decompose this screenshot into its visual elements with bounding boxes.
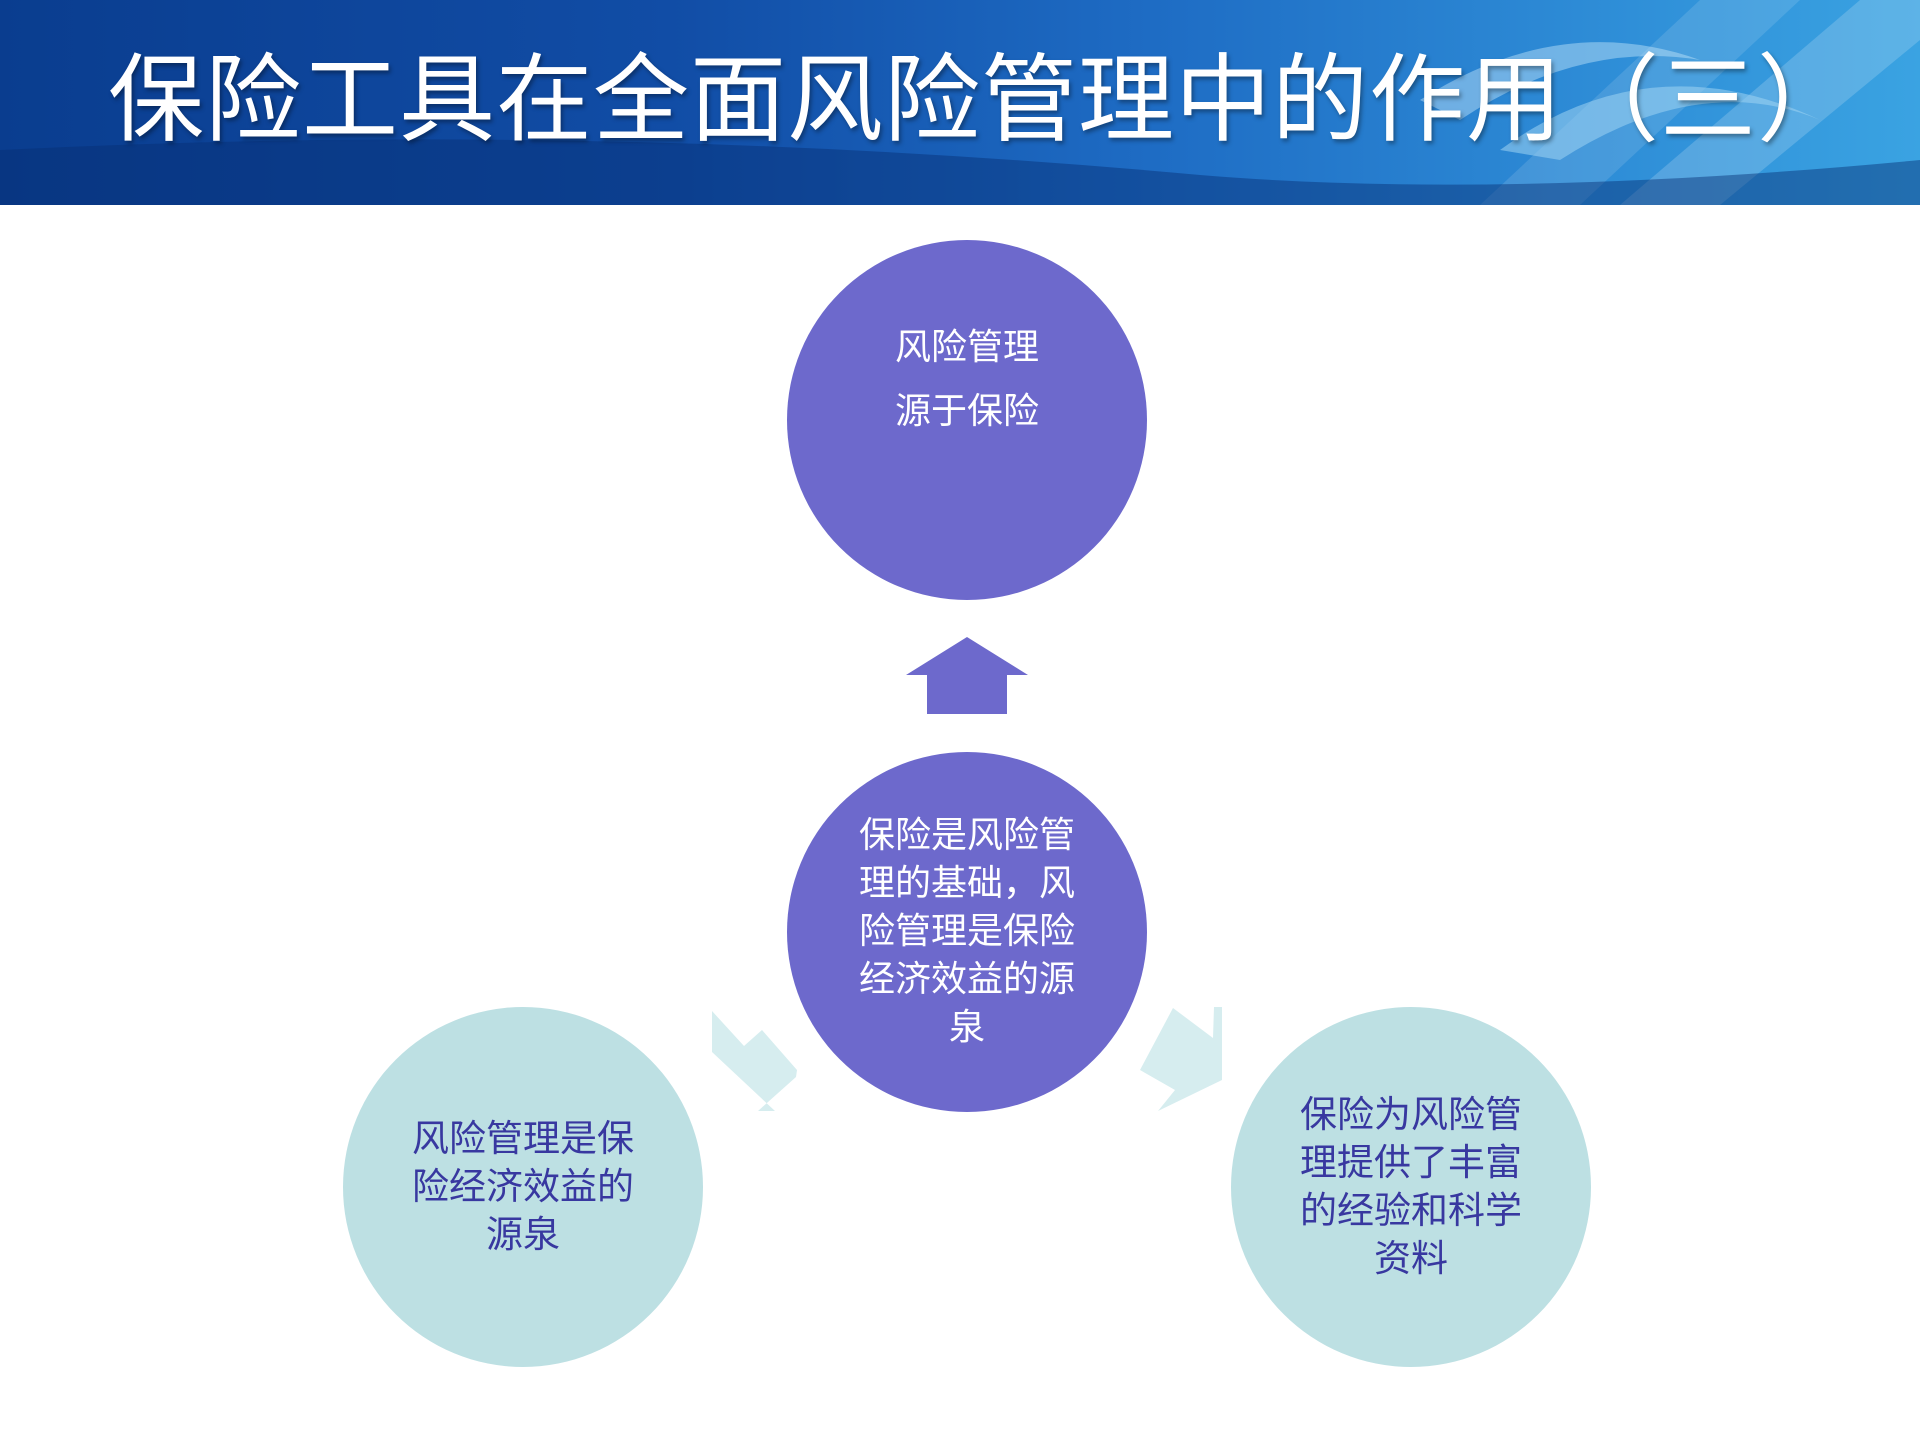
node-center-insurance: 保险是风险管理的基础，风险管理是保险经济效益的源泉 — [787, 752, 1147, 1112]
node-right-text: 保险为风险管理提供了丰富的经验和科学资料 — [1300, 1093, 1522, 1280]
node-center-text: 保险是风险管理的基础，风险管理是保险经济效益的源泉 — [858, 815, 1075, 1048]
node-left-text: 风险管理是保险经济效益的源泉 — [412, 1117, 634, 1256]
node-right: 保险为风险管理提供了丰富的经验和科学资料 — [1231, 1007, 1591, 1367]
node-left: 风险管理是保险经济效益的源泉 — [343, 1007, 703, 1367]
page-title: 保险工具在全面风险管理中的作用（三） — [108, 44, 1854, 156]
arrow-up — [906, 637, 1028, 714]
node-top-line-2: 源于保险 — [894, 391, 1039, 432]
arrow-down-left — [712, 1011, 797, 1111]
header-decoration — [0, 0, 1920, 205]
header-banner: 保险工具在全面风险管理中的作用（三） — [0, 0, 1920, 205]
arrow-down-right — [1140, 1007, 1222, 1111]
node-top-risk-management: 风险管理 源于保险 — [787, 240, 1147, 600]
node-top-text: 风险管理 源于保险 — [787, 316, 1147, 444]
node-top-line-1: 风险管理 — [894, 327, 1039, 368]
